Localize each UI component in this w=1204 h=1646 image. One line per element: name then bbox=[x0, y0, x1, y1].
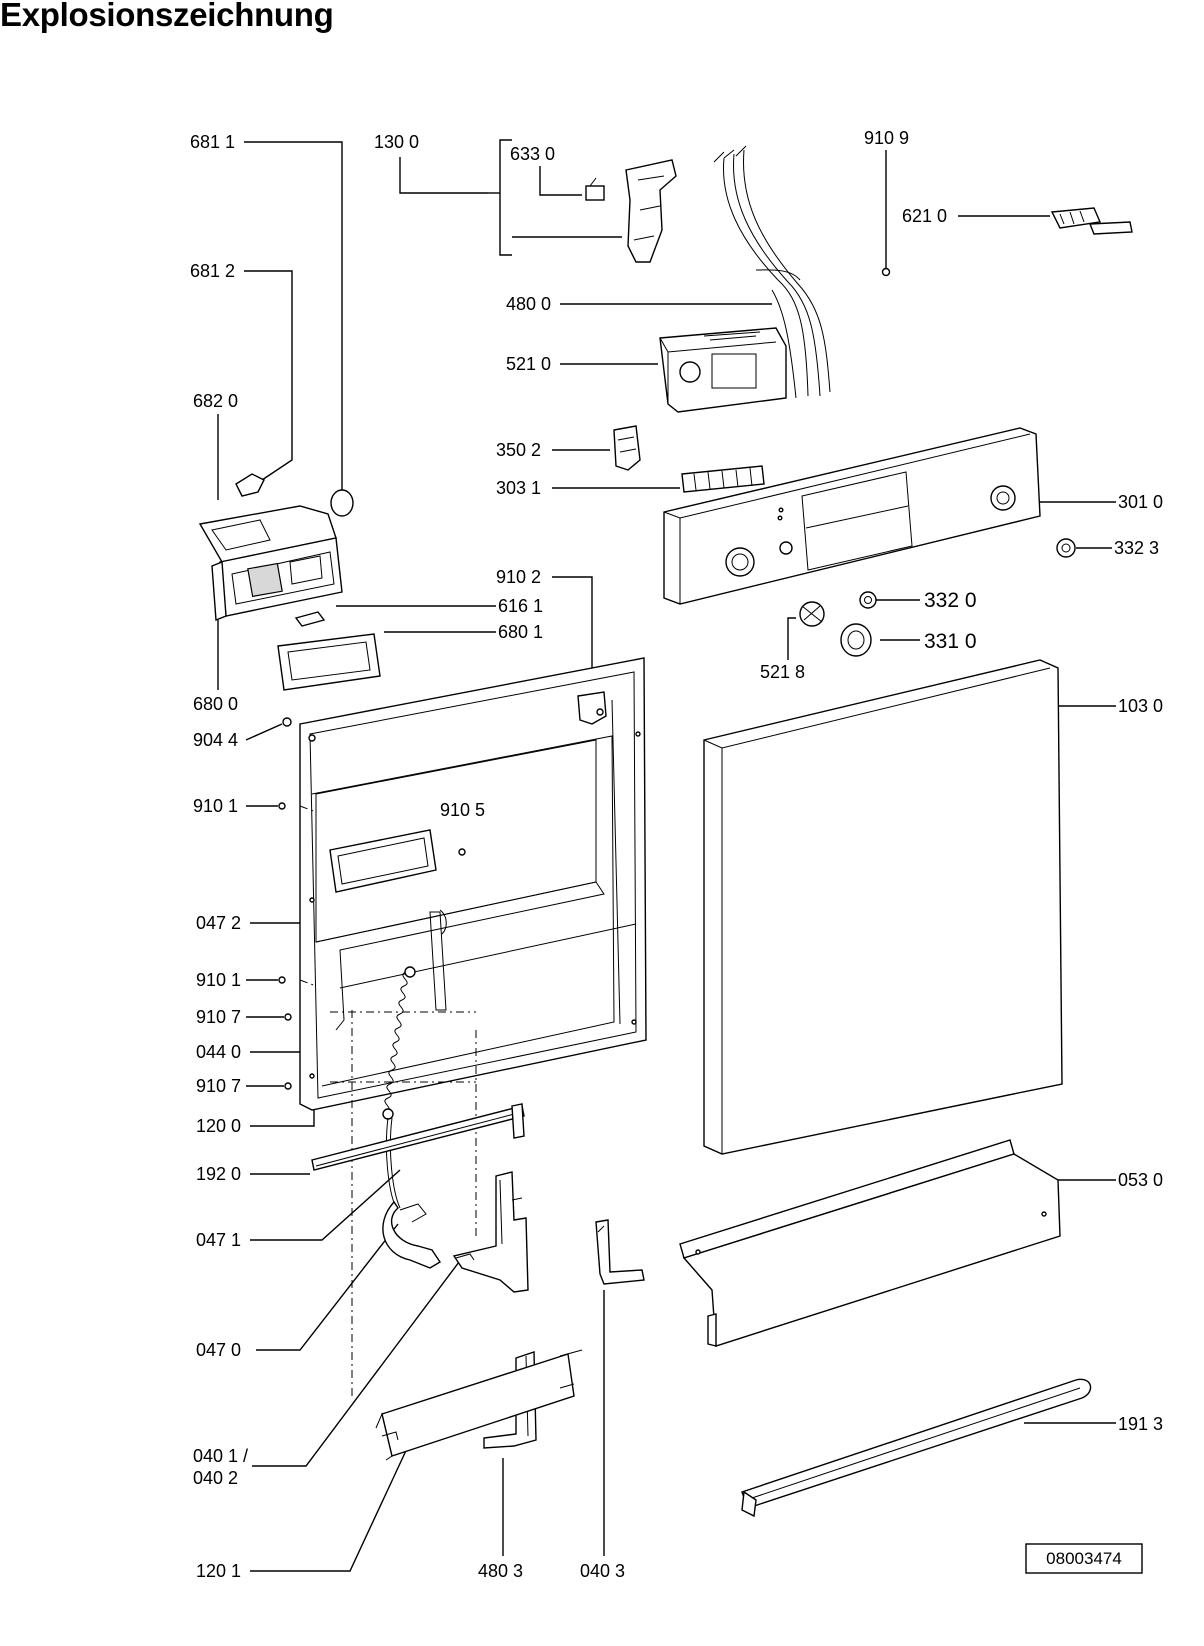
label-910-1-upper: 910 1 bbox=[193, 796, 238, 816]
label-130-0: 130 0 bbox=[374, 132, 419, 152]
label-350-2: 350 2 bbox=[496, 440, 541, 460]
reference-lines bbox=[299, 805, 477, 1400]
label-616-1: 616 1 bbox=[498, 596, 543, 616]
label-040-1: 040 1 / bbox=[193, 1446, 248, 1466]
label-332-3: 332 3 bbox=[1114, 538, 1159, 558]
selector-part-521-8 bbox=[799, 601, 825, 627]
label-680-1: 680 1 bbox=[498, 622, 543, 642]
label-910-5: 910 5 bbox=[440, 800, 485, 820]
door-lock-part bbox=[585, 159, 677, 263]
hinge-arm-part bbox=[382, 1200, 441, 1269]
gasket-frame-part bbox=[277, 633, 381, 691]
screw-910-9 bbox=[881, 267, 891, 277]
knob-part-332-0 bbox=[859, 591, 877, 609]
screws bbox=[278, 717, 466, 1090]
label-053-0: 053 0 bbox=[1118, 1170, 1163, 1190]
bracket-part-040-3 bbox=[595, 1219, 645, 1285]
label-521-8: 521 8 bbox=[760, 662, 805, 682]
label-331-0: 331 0 bbox=[924, 630, 977, 653]
part-labels: 681 1 130 0 633 0 910 9 621 0 681 2 480 … bbox=[190, 128, 1163, 1581]
connector-part bbox=[1050, 207, 1133, 235]
label-040-3: 040 3 bbox=[580, 1561, 625, 1581]
kick-plate-part-053-0 bbox=[679, 1139, 1061, 1347]
label-044-0: 044 0 bbox=[196, 1042, 241, 1062]
detergent-dispenser-part bbox=[198, 505, 343, 622]
label-303-1: 303 1 bbox=[496, 478, 541, 498]
label-301-0: 301 0 bbox=[1118, 492, 1163, 512]
inner-door-part bbox=[299, 657, 647, 1111]
label-120-1: 120 1 bbox=[196, 1561, 241, 1581]
label-332-0: 332 0 bbox=[924, 589, 977, 612]
gasket-ring-part bbox=[330, 489, 354, 517]
label-047-0: 047 0 bbox=[196, 1340, 241, 1360]
label-910-7-upper: 910 7 bbox=[196, 1007, 241, 1027]
trim-strip-part-191-3 bbox=[741, 1378, 1092, 1518]
control-panel-part bbox=[663, 427, 1041, 605]
drawing-number: 08003474 bbox=[1046, 1549, 1122, 1568]
rail-part-192-0 bbox=[311, 1103, 525, 1171]
lower-panel-part-120-1 bbox=[375, 1349, 583, 1461]
label-681-1: 681 1 bbox=[190, 132, 235, 152]
hinge-bracket-part bbox=[452, 1171, 529, 1293]
leader-lines bbox=[217, 139, 1116, 1572]
knob-part-332-3 bbox=[1056, 538, 1076, 558]
label-480-3: 480 3 bbox=[478, 1561, 523, 1581]
label-910-1-lower: 910 1 bbox=[196, 970, 241, 990]
button-strip-part bbox=[681, 465, 765, 493]
label-621-0: 621 0 bbox=[902, 206, 947, 226]
label-120-0: 120 0 bbox=[196, 1116, 241, 1136]
label-910-2: 910 2 bbox=[496, 567, 541, 587]
control-module-part bbox=[659, 327, 787, 413]
label-480-0: 480 0 bbox=[506, 294, 551, 314]
label-047-1: 047 1 bbox=[196, 1230, 241, 1250]
page-title: Explosionszeichnung bbox=[0, 0, 334, 33]
label-521-0: 521 0 bbox=[506, 354, 551, 374]
label-191-3: 191 3 bbox=[1118, 1414, 1163, 1434]
clip-part-616 bbox=[294, 611, 326, 627]
label-192-0: 192 0 bbox=[196, 1164, 241, 1184]
label-047-2: 047 2 bbox=[196, 913, 241, 933]
label-680-0: 680 0 bbox=[193, 694, 238, 714]
label-103-0: 103 0 bbox=[1118, 696, 1163, 716]
dispenser-lid-part bbox=[235, 473, 265, 497]
wire-harness-part bbox=[713, 145, 831, 399]
label-682-0: 682 0 bbox=[193, 391, 238, 411]
label-040-2: 040 2 bbox=[193, 1468, 238, 1488]
label-904-4: 904 4 bbox=[193, 730, 238, 750]
label-633-0: 633 0 bbox=[510, 144, 555, 164]
drawing-number-box: 08003474 bbox=[1025, 1543, 1143, 1574]
label-681-2: 681 2 bbox=[190, 261, 235, 281]
label-910-7-lower: 910 7 bbox=[196, 1076, 241, 1096]
display-module-part bbox=[613, 425, 641, 471]
label-910-9: 910 9 bbox=[864, 128, 909, 148]
ring-part-331-0 bbox=[840, 623, 872, 657]
outer-door-panel-part bbox=[703, 659, 1063, 1155]
